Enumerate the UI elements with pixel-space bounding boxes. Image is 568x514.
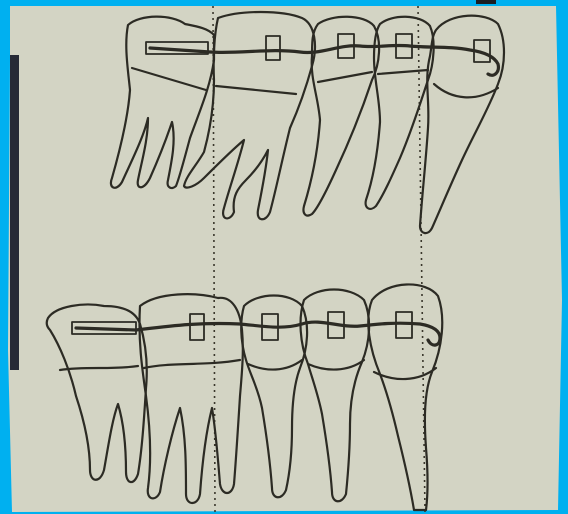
top-edge-mark	[476, 0, 496, 4]
left-edge-shadow	[10, 55, 19, 370]
slide-paper	[8, 6, 562, 512]
slide-panel	[8, 0, 562, 512]
